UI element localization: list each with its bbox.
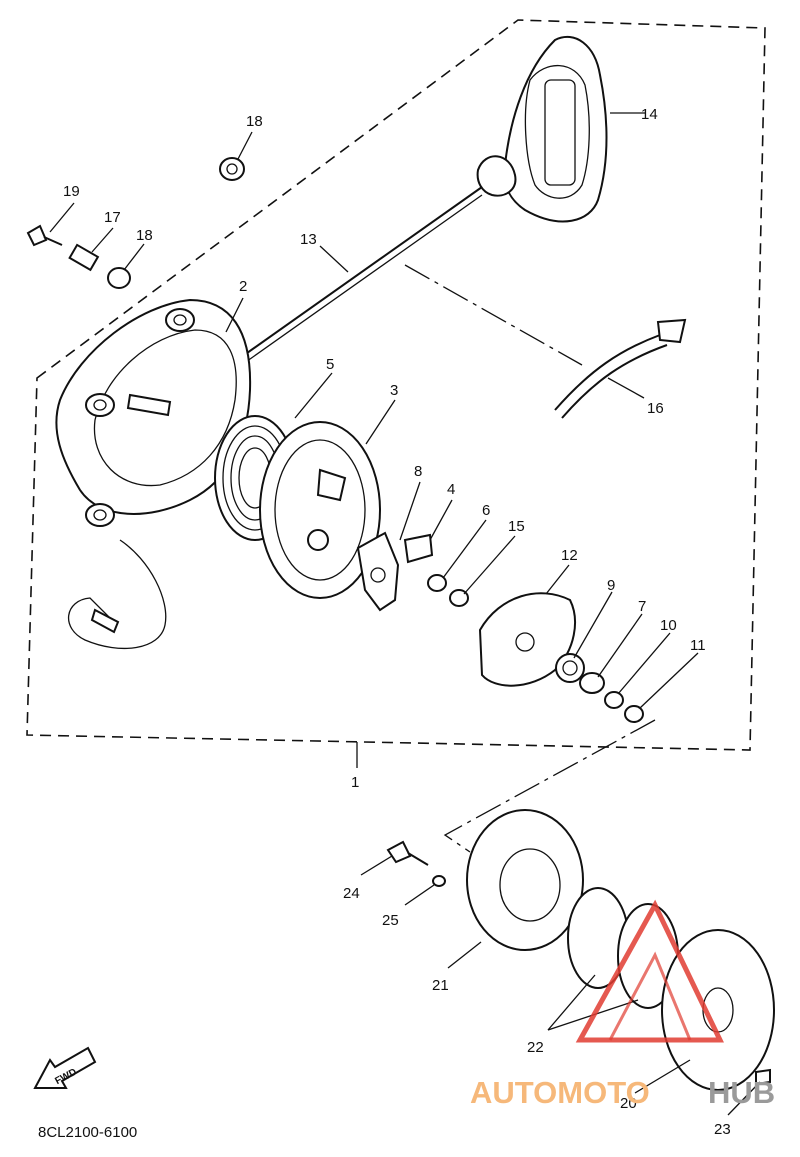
callout-15: 15 <box>508 518 525 535</box>
callout-17: 17 <box>104 209 121 226</box>
part-25-washer <box>432 875 446 887</box>
watermark-text-a: AUTOMOTO <box>470 1075 650 1110</box>
callout-4: 4 <box>447 481 455 498</box>
part-11-nut <box>624 705 644 723</box>
part-23-bolt <box>755 1068 771 1086</box>
callout-5: 5 <box>326 356 334 373</box>
part-15-washer <box>449 589 469 607</box>
callout-9: 9 <box>607 577 615 594</box>
leader-lines <box>49 112 761 1116</box>
callout-12: 12 <box>561 547 578 564</box>
callout-16: 16 <box>647 400 664 417</box>
part-16-guide-tube <box>554 318 687 419</box>
callout-3: 3 <box>390 382 398 399</box>
callout-7: 7 <box>638 598 646 615</box>
part-14-starter-handle <box>476 35 608 223</box>
part-22-shims <box>567 887 679 1009</box>
part-17-collar <box>68 243 100 272</box>
assembly-boundary <box>26 19 766 751</box>
callout-24: 24 <box>343 885 360 902</box>
part-19-bolt <box>26 224 63 247</box>
watermark-text-b: HUB <box>708 1075 775 1110</box>
callout-25: 25 <box>382 912 399 929</box>
part-13-starter-rope <box>239 186 483 359</box>
fwd-arrow-icon: FWD <box>33 1046 97 1089</box>
callout-22: 22 <box>527 1039 544 1056</box>
watermark-logo <box>575 899 724 1043</box>
part-21-drive-plate <box>466 809 584 951</box>
part-6-spring <box>427 574 447 592</box>
part-8-4-ratchet-assembly <box>356 531 434 612</box>
callout-13: 13 <box>300 231 317 248</box>
part-18-bushing-upper <box>219 157 245 181</box>
callout-23: 23 <box>714 1121 731 1138</box>
callout-10: 10 <box>660 617 677 634</box>
callout-2: 2 <box>239 278 247 295</box>
callout-20: 20 <box>620 1095 637 1112</box>
callout-18-upper: 18 <box>246 113 263 130</box>
part-24-bolt <box>386 840 412 864</box>
part-18-bushing-lower <box>107 267 131 289</box>
diagram-code: 8CL2100-6100 <box>38 1124 137 1141</box>
part-20-flywheel <box>661 929 775 1091</box>
part-9-bushing <box>555 653 585 683</box>
callout-14: 14 <box>641 106 658 123</box>
callout-6: 6 <box>482 502 490 519</box>
part-7-washer <box>579 672 605 694</box>
callout-8: 8 <box>414 463 422 480</box>
callout-11: 11 <box>690 637 706 654</box>
callout-1: 1 <box>351 774 359 791</box>
callout-19: 19 <box>63 183 80 200</box>
part-12-friction-plate <box>478 592 576 687</box>
callout-21: 21 <box>432 977 449 994</box>
part-10-spring-washer <box>604 691 624 709</box>
part-2-starter-case <box>55 298 252 650</box>
part-3-rope-reel <box>259 421 381 599</box>
callout-18-lower: 18 <box>136 227 153 244</box>
